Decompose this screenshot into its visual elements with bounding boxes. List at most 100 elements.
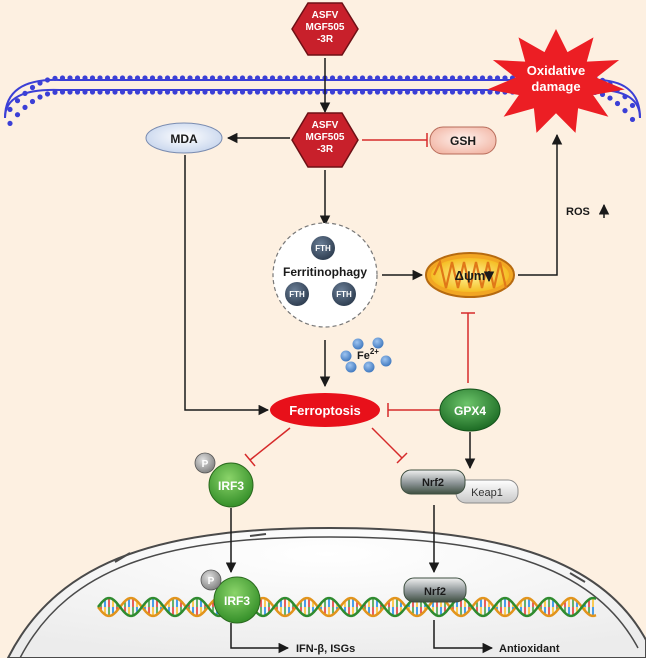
lipid-head (217, 75, 223, 81)
lipid-head (352, 75, 358, 81)
lipid-head (29, 98, 36, 105)
lipid-head (239, 75, 246, 81)
lipid-head (614, 100, 621, 107)
iron-ion-icon (345, 361, 357, 373)
lipid-head (14, 112, 21, 118)
lipid-head (29, 84, 36, 91)
lipid-head (404, 75, 411, 81)
fth-particle-icon (332, 282, 356, 306)
mda-node: MDA (145, 122, 223, 154)
lipid-head (179, 89, 186, 95)
lipid-head (97, 75, 103, 81)
lipid-head (112, 75, 118, 81)
gpx4-label: GPX4 (454, 404, 486, 418)
oxidative-damage-burst: Oxidative damage (487, 29, 625, 133)
fth-label: FTH (336, 290, 352, 299)
lipid-head (74, 89, 81, 95)
lipid-head (217, 89, 223, 95)
lipid-head (269, 75, 276, 81)
lipid-head (134, 89, 141, 95)
lipid-head (59, 75, 66, 81)
oxidative-damage-line2: damage (531, 79, 580, 94)
membrane-potential-label: Δψm (455, 268, 486, 283)
lipid-head (22, 104, 28, 110)
lipid-head (337, 89, 343, 95)
lipid-head (119, 75, 126, 81)
lipid-head (179, 75, 186, 81)
lipid-head (104, 89, 111, 95)
asfv-virus-extracellular: ASFV MGF505 -3R (291, 2, 359, 56)
nrf2-keap1-complex: Keap1 Nrf2 (400, 469, 519, 504)
lipid-head (479, 75, 486, 81)
lipid-head (277, 89, 283, 95)
lipid-head (479, 89, 486, 95)
lipid-head (434, 75, 441, 81)
fth-particle-icon (285, 282, 309, 306)
fth-particle-icon (311, 236, 335, 260)
lipid-head (172, 89, 178, 95)
lipid-head (82, 75, 88, 81)
iron-ion-icon (363, 361, 375, 373)
lipid-head (629, 102, 636, 109)
lipid-head (202, 75, 208, 81)
lipid-head (74, 75, 81, 81)
arrow-mda-to-ferroptosis (184, 155, 270, 416)
lipid-head (254, 89, 261, 95)
lipid-head (14, 98, 21, 104)
asfv-virus-intracellular: ASFV MGF505 -3R (291, 112, 359, 168)
lipid-head (299, 75, 306, 81)
lipid-head (7, 106, 13, 113)
lipid-head (419, 75, 426, 81)
lipid-head (374, 89, 381, 95)
lipid-head (247, 75, 253, 81)
lipid-head (464, 75, 471, 81)
lipid-head (329, 75, 336, 81)
lipid-head (67, 89, 73, 95)
ferritinophagy-label: Ferritinophagy (283, 265, 367, 279)
lipid-head (97, 89, 103, 95)
lipid-head (142, 75, 148, 81)
lipid-head (412, 75, 418, 81)
lipid-head (277, 75, 283, 81)
iron-label: Fe2+ (357, 347, 379, 362)
lipid-head (344, 75, 351, 81)
lipid-head (187, 89, 193, 95)
ferroptosis-label: Ferroptosis (289, 403, 361, 418)
lipid-head (502, 75, 508, 81)
lipid-head (487, 89, 493, 95)
lipid-head (119, 89, 126, 95)
lipid-head (404, 89, 411, 95)
phosphate-icon (200, 569, 222, 591)
lipid-head (37, 94, 43, 100)
lipid-head (262, 89, 268, 95)
lipid-head (52, 89, 58, 95)
virus-label-line2: MGF505 (306, 22, 345, 33)
lipid-head (44, 91, 51, 97)
lipid-head (194, 75, 201, 81)
keap1-label: Keap1 (471, 487, 503, 499)
lipid-head (284, 75, 291, 81)
lipid-head (622, 94, 628, 100)
arrow-mitochondria-to-oxidative-damage (518, 133, 563, 276)
lipid-head (629, 116, 636, 123)
oxidative-damage-line1: Oxidative (527, 63, 586, 78)
lipid-head (299, 89, 306, 95)
lipid-head (59, 89, 66, 95)
lipid-head (314, 75, 321, 81)
lipid-head (22, 90, 28, 96)
phosphate-icon (194, 452, 216, 474)
lipid-head (82, 89, 88, 95)
nrf2-nuclear: Nrf2 (403, 577, 467, 603)
lipid-head (149, 75, 156, 81)
lipid-head (344, 89, 351, 95)
lipid-head (194, 89, 201, 95)
nrf2-label: Nrf2 (422, 477, 444, 489)
lipid-head (442, 89, 448, 95)
lipid-head (254, 75, 261, 81)
lipid-head (112, 89, 118, 95)
lipid-head (239, 89, 246, 95)
lipid-head (472, 89, 478, 95)
antioxidant-label: Antioxidant (499, 643, 560, 655)
lipid-head (464, 89, 471, 95)
